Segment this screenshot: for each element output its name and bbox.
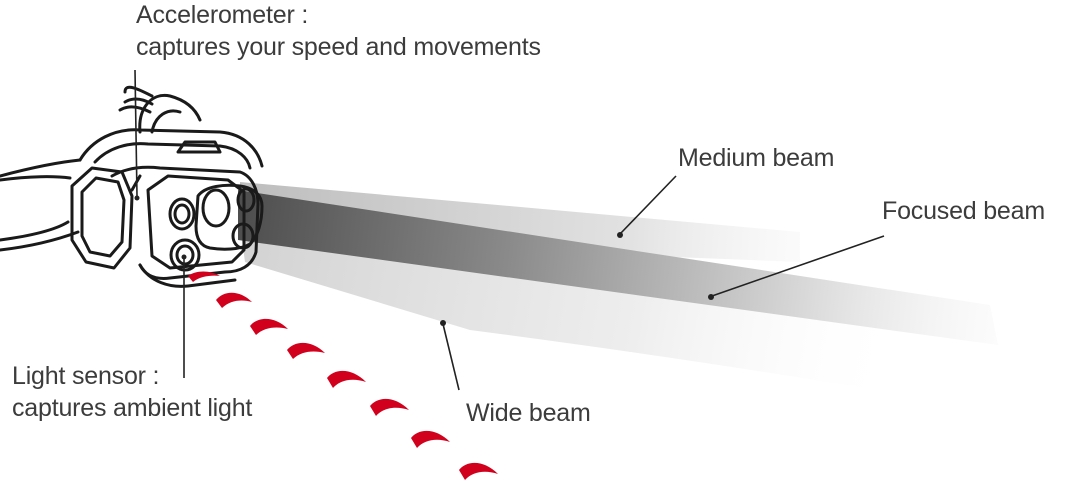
medium-beam-callout-line bbox=[619, 175, 677, 235]
focused-beam-shape bbox=[238, 190, 998, 345]
medium-beam-callout-dot bbox=[617, 232, 623, 238]
accelerometer-description: captures your speed and movements bbox=[136, 33, 541, 61]
focused-beam-label: Focused beam bbox=[882, 197, 1045, 225]
accelerometer-title: Accelerometer : bbox=[136, 1, 309, 29]
wide-beam-callout-dot bbox=[440, 320, 446, 326]
wide-beam-callout-line bbox=[442, 323, 460, 391]
light-sensor-title: Light sensor : bbox=[12, 362, 160, 390]
light-sensor-callout-dot bbox=[181, 254, 187, 260]
focused-beam-callout-line bbox=[711, 235, 885, 297]
accelerometer-callout-dot bbox=[134, 195, 140, 201]
medium-beam-label: Medium beam bbox=[678, 144, 835, 172]
light-beams bbox=[238, 182, 998, 395]
wide-beam-label: Wide beam bbox=[466, 399, 591, 427]
light-pulse-icon bbox=[188, 271, 498, 480]
accelerometer-callout-line bbox=[134, 69, 138, 197]
light-sensor-description: captures ambient light bbox=[12, 394, 253, 422]
callout-lines bbox=[134, 69, 885, 391]
headlamp-icon bbox=[0, 85, 264, 288]
wide-beam-shape bbox=[240, 225, 905, 395]
focused-beam-callout-dot bbox=[708, 294, 714, 300]
